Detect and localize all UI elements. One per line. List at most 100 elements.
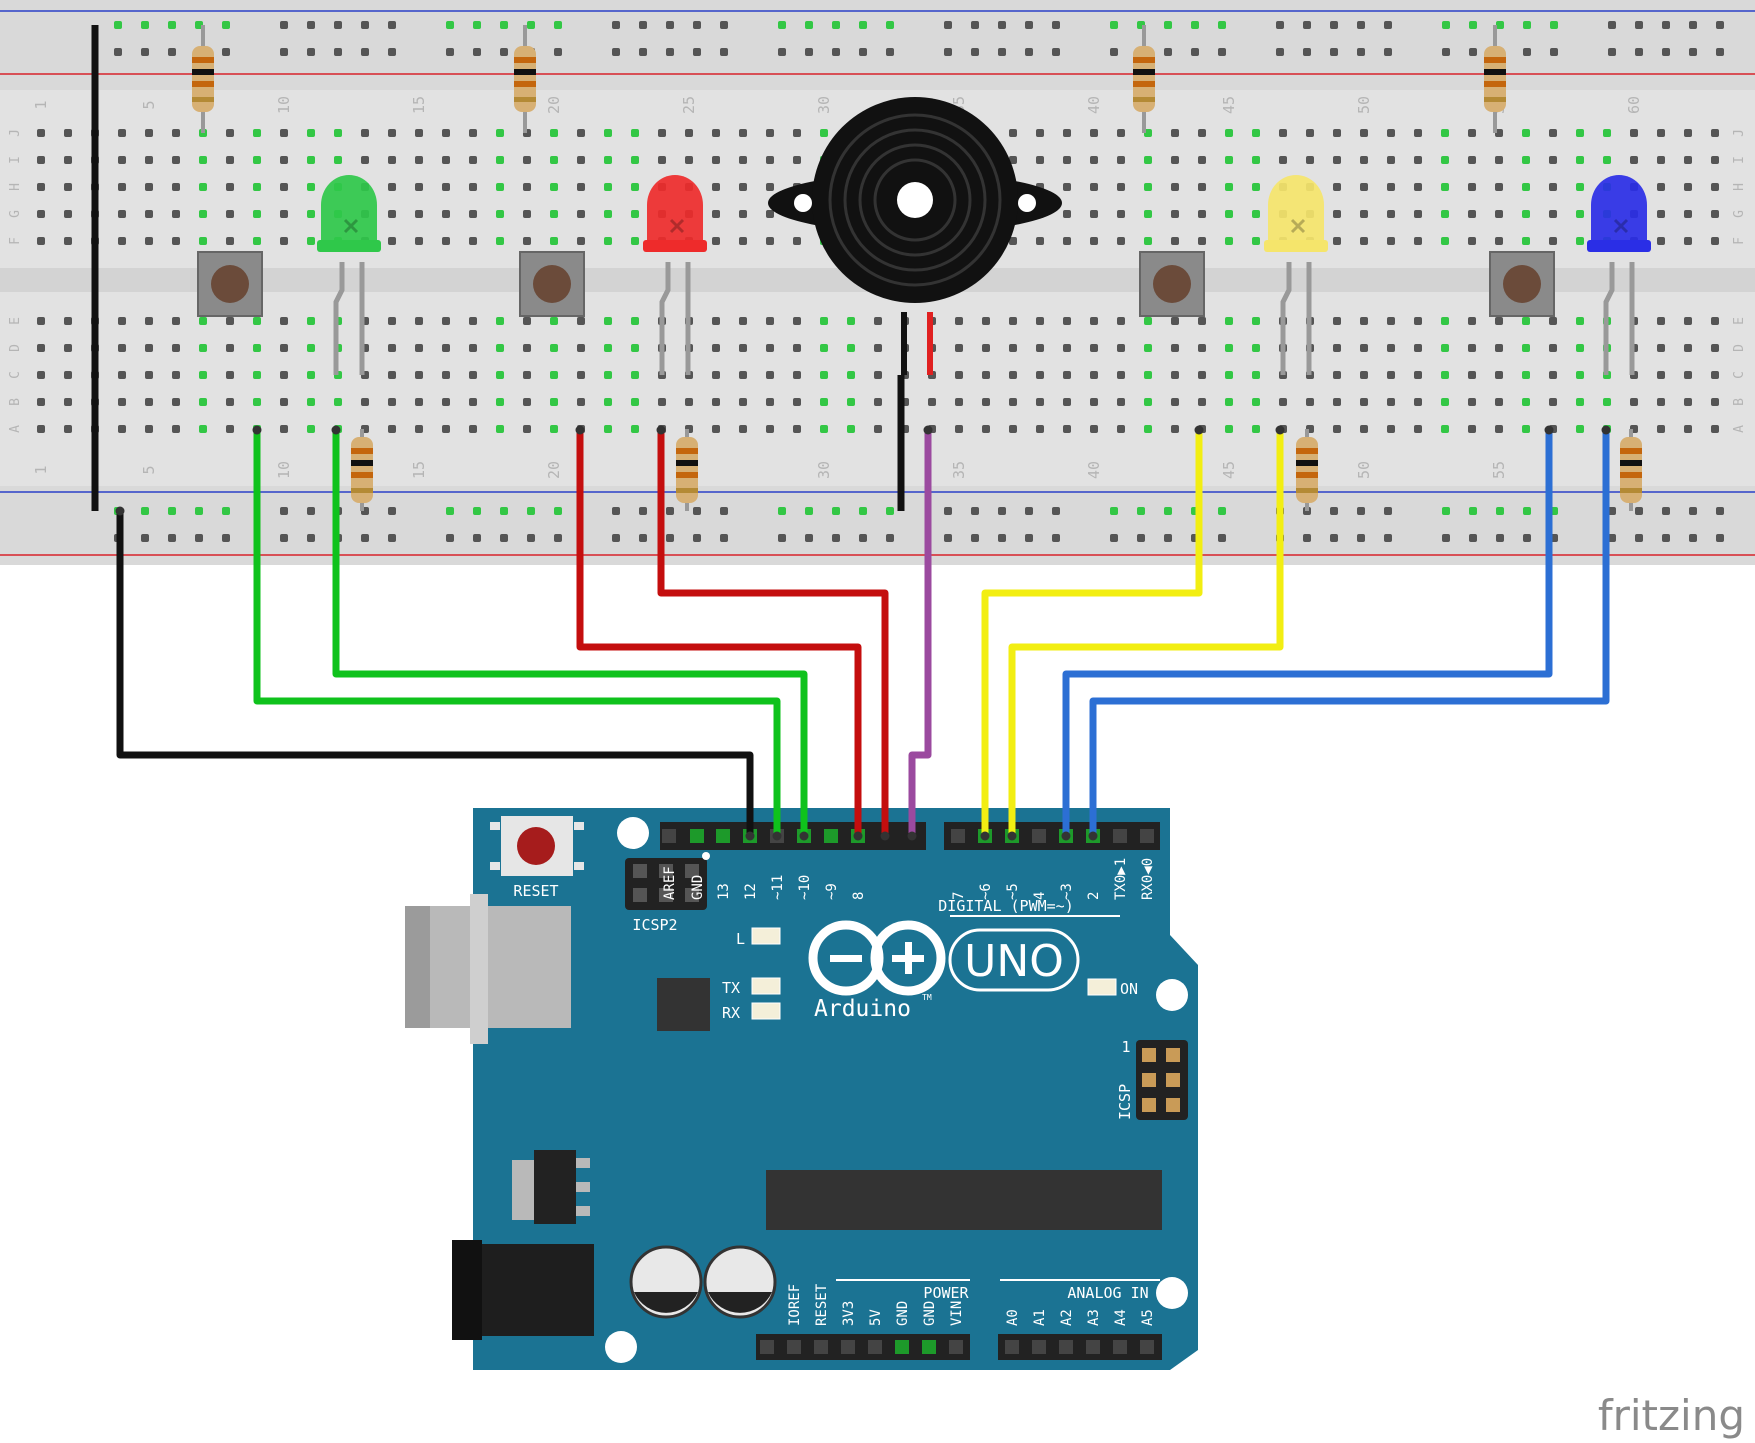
analog-socket[interactable] [1140,1340,1154,1354]
breadboard-hole [1441,317,1449,325]
rail-hole [446,48,454,56]
rail-hole [446,21,454,29]
breadboard-hole [766,156,774,164]
analog-socket[interactable] [1113,1340,1127,1354]
power-socket[interactable] [949,1340,963,1354]
digital-socket[interactable] [824,829,838,843]
breadboard-hole [388,425,396,433]
breadboard-hole [1576,317,1584,325]
rail-hole [1137,507,1145,515]
breadboard-hole [1009,344,1017,352]
breadboard-hole [1009,398,1017,406]
push-button[interactable] [197,251,263,317]
wire[interactable] [908,430,932,836]
wire[interactable] [1008,430,1284,836]
breadboard-hole [847,371,855,379]
breadboard-hole [955,317,963,325]
breadboard-hole [1117,183,1125,191]
breadboard-hole [1252,129,1260,137]
rail-hole [1110,48,1118,56]
breadboard-hole [280,156,288,164]
mounting-hole [605,1331,637,1363]
breadboard-hole [253,317,261,325]
breadboard-hole [1279,398,1287,406]
arduino-logo [808,920,946,996]
breadboard-hole [685,129,693,137]
power-socket[interactable] [922,1340,936,1354]
digital-socket[interactable] [716,829,730,843]
breadboard-hole [820,317,828,325]
rail-hole [1469,534,1477,542]
breadboard-hole [1711,425,1719,433]
breadboard-hole [1198,344,1206,352]
breadboard-hole [1711,398,1719,406]
power-socket[interactable] [868,1340,882,1354]
breadboard-hole [1333,156,1341,164]
digital-socket[interactable] [662,829,676,843]
digital-socket[interactable] [1032,829,1046,843]
breadboard-hole [1009,129,1017,137]
digital-socket[interactable] [951,829,965,843]
push-button[interactable] [1139,251,1205,317]
wire[interactable] [116,511,754,836]
wire[interactable] [253,430,781,836]
breadboard-hole [226,210,234,218]
rail-hole [500,507,508,515]
breadboard-hole [199,425,207,433]
digital-pin-label: 4 [1032,892,1048,900]
analog-socket[interactable] [1059,1340,1073,1354]
wire[interactable] [657,430,889,836]
breadboard-hole [1387,156,1395,164]
breadboard-hole [118,425,126,433]
digital-socket[interactable] [690,829,704,843]
power-socket[interactable] [760,1340,774,1354]
digital-socket[interactable] [1140,829,1154,843]
breadboard-hole [145,156,153,164]
wire[interactable] [1089,430,1610,836]
breadboard-hole [1144,371,1152,379]
breadboard-hole [1495,398,1503,406]
breadboard-hole [64,156,72,164]
breadboard-hole [1090,183,1098,191]
wire[interactable] [332,430,808,836]
power-pin-label: GND [922,1301,938,1326]
power-socket[interactable] [895,1340,909,1354]
analog-socket[interactable] [1005,1340,1019,1354]
analog-header [998,1334,1162,1360]
power-socket[interactable] [814,1340,828,1354]
rail-hole [1218,534,1226,542]
breadboard-hole [820,371,828,379]
rail-hole [998,48,1006,56]
power-socket[interactable] [787,1340,801,1354]
breadboard-hole [1063,237,1071,245]
row-letter: H [1732,183,1747,191]
wire-end [980,831,990,841]
breadboard-hole [1225,398,1233,406]
breadboard-hole [820,425,828,433]
reset-button[interactable] [490,816,584,876]
breadboard-hole [766,371,774,379]
push-button[interactable] [519,251,585,317]
breadboard-hole [1495,344,1503,352]
breadboard-hole [1495,317,1503,325]
wire[interactable] [1062,430,1553,836]
resistor [1620,429,1642,511]
breadboard-hole [307,425,315,433]
breadboard-hole [739,317,747,325]
rail-hole [778,21,786,29]
digital-socket[interactable] [1113,829,1127,843]
rail-hole [1330,21,1338,29]
breadboard-hole [442,237,450,245]
rail-hole [639,507,647,515]
power-socket[interactable] [841,1340,855,1354]
breadboard-hole [145,183,153,191]
breadboard-hole [523,344,531,352]
wire[interactable] [981,430,1203,836]
breadboard-hole [712,398,720,406]
wire[interactable] [576,430,862,836]
push-button[interactable] [1489,251,1555,317]
rail-hole [886,48,894,56]
analog-socket[interactable] [1032,1340,1046,1354]
analog-socket[interactable] [1086,1340,1100,1354]
